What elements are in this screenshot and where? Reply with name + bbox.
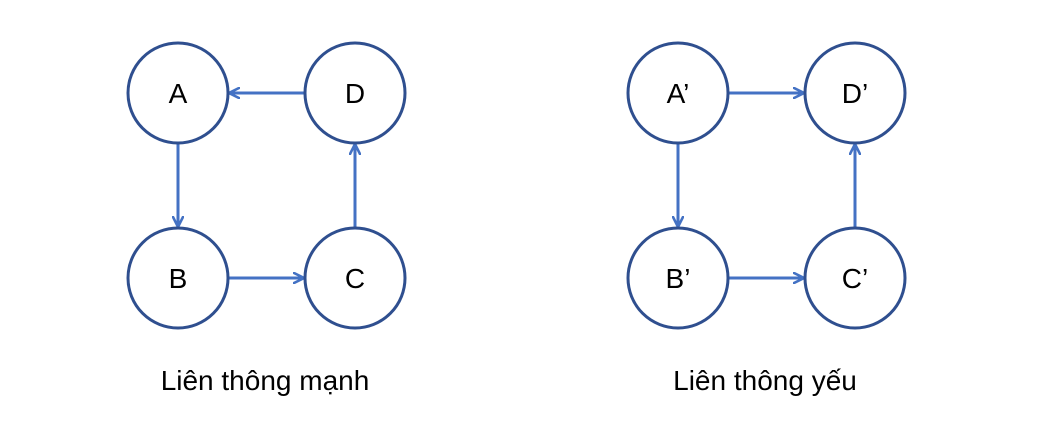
node-circle-d (303, 41, 407, 145)
strong-graph-caption: Liên thông mạnh (161, 365, 370, 396)
node-label-c: C (345, 263, 365, 294)
node-label-b: B (169, 263, 188, 294)
node-b: B (126, 226, 230, 330)
node-circle-a2 (626, 41, 730, 145)
node-circle-d2 (803, 41, 907, 145)
node-a: A (126, 41, 230, 145)
node-circle-b2 (626, 226, 730, 330)
node-circle-b (126, 226, 230, 330)
node-circle-a (126, 41, 230, 145)
node-circle-c2 (803, 226, 907, 330)
weak-graph: A’ D’ B’ C’ Liên thông yếu (626, 41, 907, 396)
node-label-c2: C’ (842, 263, 868, 294)
node-a2: A’ (626, 41, 730, 145)
node-d: D (303, 41, 407, 145)
strong-graph: A D B C Liên thông mạnh (126, 41, 407, 396)
node-b2: B’ (626, 226, 730, 330)
node-label-d: D (345, 78, 365, 109)
node-circle-c (303, 226, 407, 330)
strong-graph-nodes: A D B C (126, 41, 407, 330)
node-label-a: A (169, 78, 188, 109)
node-c: C (303, 226, 407, 330)
node-c2: C’ (803, 226, 907, 330)
node-label-a2: A’ (667, 78, 690, 109)
weak-graph-nodes: A’ D’ B’ C’ (626, 41, 907, 330)
strong-graph-edges (178, 93, 355, 278)
node-label-d2: D’ (842, 78, 868, 109)
node-label-b2: B’ (666, 263, 691, 294)
weak-graph-caption: Liên thông yếu (673, 365, 857, 396)
node-d2: D’ (803, 41, 907, 145)
weak-graph-edges (678, 93, 855, 278)
